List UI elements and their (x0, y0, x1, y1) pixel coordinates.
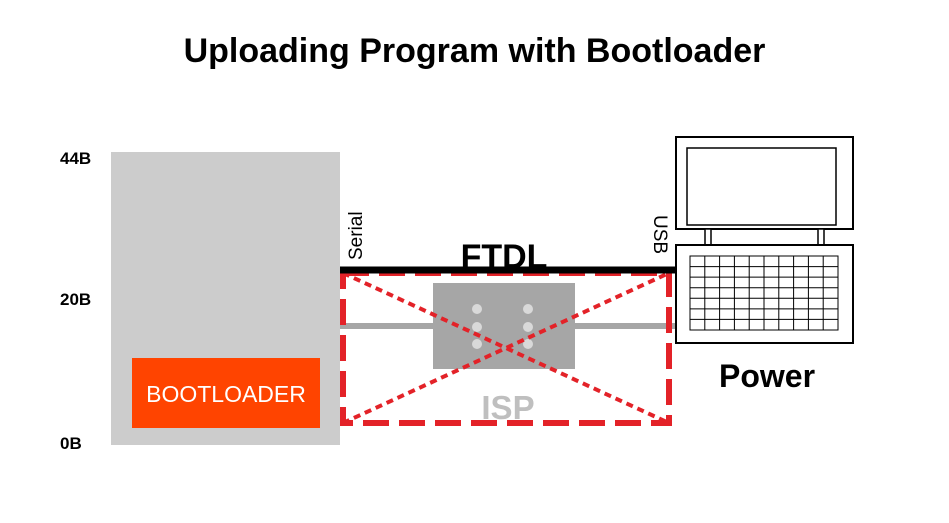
diagram-title: Uploading Program with Bootloader (183, 32, 766, 70)
memory-label-top: 44B (60, 149, 91, 168)
monitor-screen (686, 147, 837, 226)
monitor-stand-right (817, 228, 825, 246)
usb-port-label: USB (649, 215, 670, 254)
memory-label-mid: 20B (60, 290, 91, 309)
serial-port-label: Serial (346, 211, 367, 260)
monitor-stand-left (704, 228, 712, 246)
isp-pins (472, 304, 533, 349)
bootloader-block (132, 358, 320, 428)
isp-label: ISP (481, 389, 534, 426)
computer-label: Power (719, 358, 815, 394)
memory-label-bottom: 0B (60, 434, 82, 453)
bootloader-label: BOOTLOADER (146, 381, 306, 407)
ftdl-label: FTDL (461, 238, 548, 276)
keyboard-keys (689, 255, 839, 331)
